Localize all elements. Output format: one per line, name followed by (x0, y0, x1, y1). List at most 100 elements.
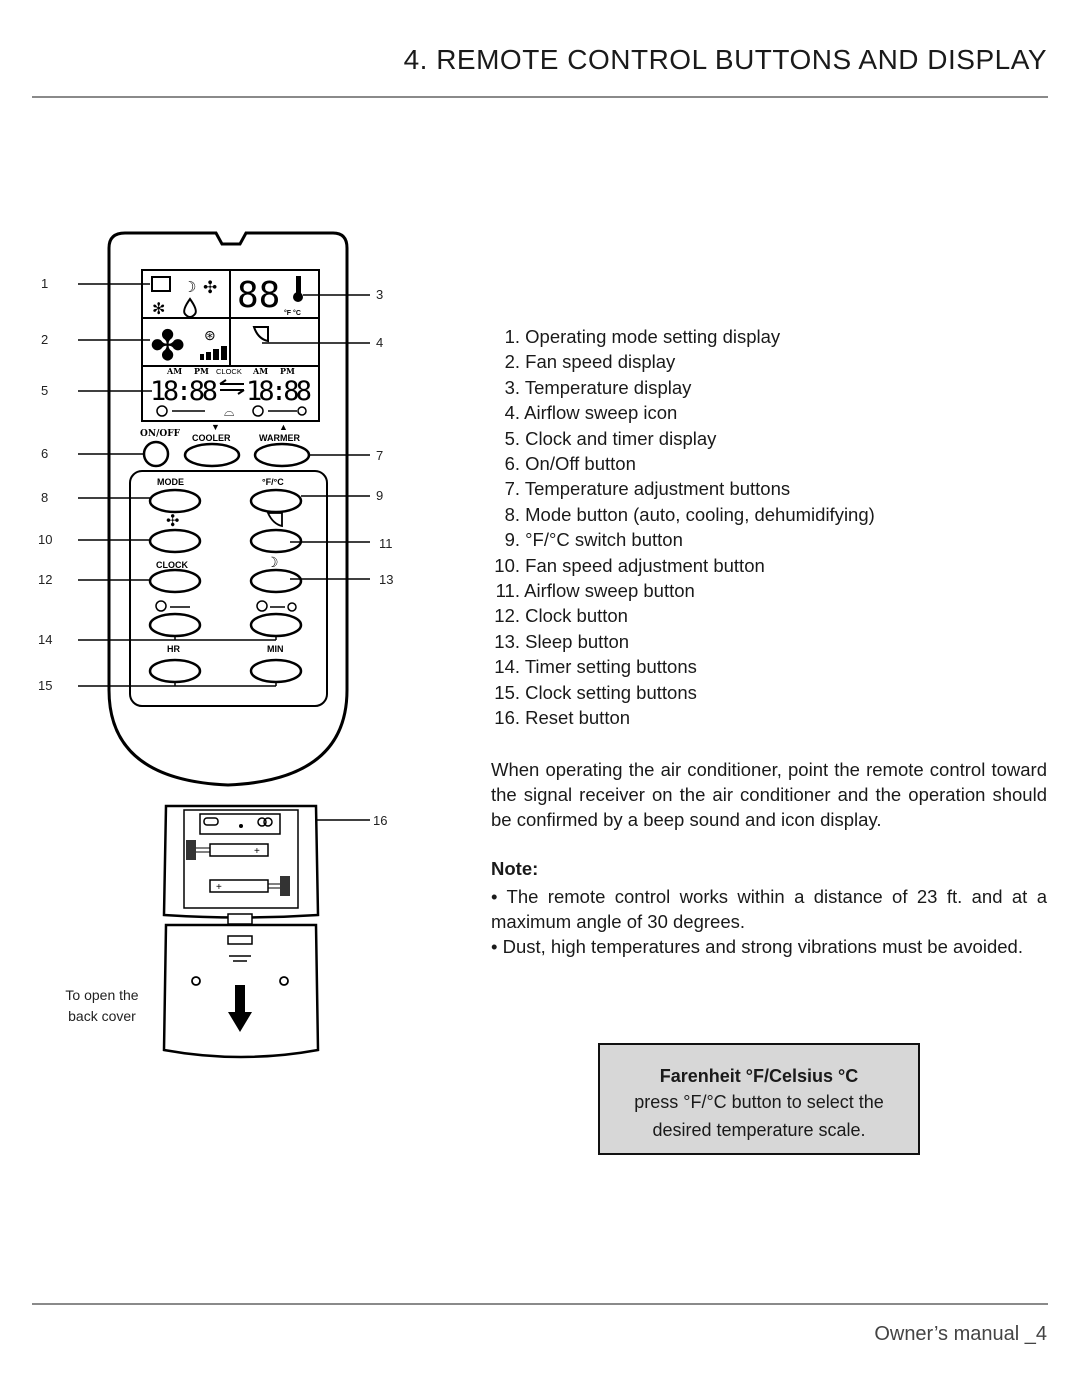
pm-label: PM (194, 366, 209, 376)
clock-button-label: CLOCK (156, 560, 188, 570)
legend-item: 6. On/Off button (504, 453, 636, 475)
callout-2: 2 (41, 332, 48, 347)
clock-button (148, 568, 202, 594)
battery-bottom (209, 879, 269, 893)
min-label: MIN (267, 644, 284, 654)
clock-digits-left: 18:88 (150, 376, 218, 407)
dry-mode-icon (183, 297, 197, 318)
warmer-button (253, 442, 311, 468)
fahrenheit-celsius-info-box: Farenheit °F/Celsius °C press °F/°C butt… (598, 1043, 920, 1155)
note-bullet: • The remote control works within a dist… (491, 886, 1047, 932)
timer-off-button (249, 612, 303, 638)
fc-button (249, 488, 303, 514)
callout-9: 9 (376, 488, 383, 503)
note-heading: Note: (491, 858, 539, 879)
svg-text:▲: ▲ (279, 422, 288, 432)
sleep-icon: ☽ (183, 279, 196, 296)
legend-item: 16. Reset button (494, 707, 631, 729)
mode-button (148, 488, 202, 514)
timer-on-icon (156, 405, 168, 417)
bottom-divider (32, 1303, 1048, 1305)
sleep-button (249, 568, 303, 594)
fc-label: °F/°C (262, 477, 284, 487)
fan-button-icon: ✣ (166, 513, 179, 530)
callout-4: 4 (376, 335, 383, 350)
callout-14: 14 (38, 632, 52, 647)
callout-1: 1 (41, 276, 48, 291)
swirl-icon: ⊛ (204, 327, 216, 343)
battery-top (209, 843, 269, 857)
remote-control-diagram: ☽ ✣ ✻ 88 °F °C ✤ ⊛ AM PM CLOCK AM PM 18:… (38, 231, 393, 1059)
timer-off-icon (252, 405, 264, 417)
legend-item: 5. Clock and timer display (504, 427, 717, 449)
legend-item: 3. Temperature display (504, 376, 692, 398)
temp-unit-label: °F °C (284, 309, 301, 317)
page-footer: Owner’s manual _4 (874, 1323, 1047, 1345)
fan-speed-button (148, 528, 202, 554)
callout-10: 10 (38, 532, 52, 547)
cooler-button (183, 442, 241, 468)
callout-8: 8 (41, 490, 48, 505)
legend-item: 12. Clock button (494, 605, 628, 627)
callout-7: 7 (376, 448, 383, 463)
legend-item: 7. Temperature adjustment buttons (504, 478, 791, 500)
am-label: AM (166, 366, 182, 376)
warmer-label: WARMER (259, 433, 300, 443)
fan-mode-icon: ✣ (203, 278, 217, 297)
thermometer-icon (296, 276, 301, 294)
info-box-line-2: desired temperature scale. (652, 1120, 866, 1140)
callout-15: 15 (38, 678, 52, 693)
legend-item: 8. Mode button (auto, cooling, dehumidif… (504, 503, 875, 525)
callout-5: 5 (41, 383, 48, 398)
callout-12: 12 (38, 572, 52, 587)
caption-line-1: To open the (65, 987, 139, 1003)
callout-6: 6 (41, 446, 48, 461)
legend-item: 15. Clock setting buttons (494, 681, 697, 703)
operation-paragraph: When operating the air conditioner, poin… (491, 759, 1047, 830)
min-button (249, 658, 303, 684)
svg-text:+: + (216, 882, 222, 893)
cool-mode-icon: ✻ (152, 301, 165, 318)
legend-item: 11. Airflow sweep button (495, 580, 695, 602)
back-cover-caption: To open the back cover (52, 985, 152, 1027)
callout-3: 3 (376, 287, 383, 302)
svg-text:+: + (254, 846, 260, 857)
am-label-2: AM (252, 366, 268, 376)
legend-item: 2. Fan speed display (504, 351, 676, 373)
info-box-title: Farenheit °F/Celsius °C (659, 1066, 859, 1086)
legend-item: 1. Operating mode setting display (504, 326, 781, 347)
hr-button (148, 658, 202, 684)
clock-label: CLOCK (216, 367, 242, 376)
page-title: 4. REMOTE CONTROL BUTTONS AND DISPLAY (403, 44, 1047, 75)
temperature-digits: 88 (237, 275, 280, 316)
callout-13: 13 (379, 572, 393, 587)
sweep-icon (252, 326, 269, 343)
cooler-label: COOLER (192, 433, 231, 443)
legend-item: 14. Timer setting buttons (494, 656, 697, 678)
sleep-button-icon: ☽ (266, 554, 279, 570)
legend-item: 10. Fan speed adjustment button (494, 554, 765, 576)
legend-item: 9. °F/°C switch button (504, 529, 683, 551)
caption-line-2: back cover (68, 1008, 136, 1024)
callout-16: 16 (373, 813, 387, 828)
svg-text:▼: ▼ (211, 422, 220, 432)
on-off-label: ON/OFF (140, 429, 181, 439)
on-off-button (142, 440, 170, 468)
mode-label: MODE (157, 477, 184, 487)
pm-label-2: PM (280, 366, 295, 376)
reset-area (199, 813, 281, 835)
reset-button (257, 817, 267, 827)
battery-compartment (162, 804, 320, 919)
note-bullet: • Dust, high temperatures and strong vib… (491, 936, 1023, 957)
timer-on-button (148, 612, 202, 638)
sweep-button-icon (266, 512, 283, 528)
button-legend: 1. Operating mode setting display 2. Fan… (486, 324, 875, 731)
legend-item: 4. Airflow sweep icon (504, 402, 678, 424)
hr-label: HR (167, 644, 180, 654)
top-divider (32, 96, 1048, 98)
sleep-wave-icon: ⌓ (224, 404, 234, 419)
down-arrow-icon (228, 985, 252, 1032)
callout-11: 11 (379, 536, 393, 551)
airflow-sweep-button (249, 528, 303, 554)
legend-item: 13. Sleep button (494, 630, 630, 652)
